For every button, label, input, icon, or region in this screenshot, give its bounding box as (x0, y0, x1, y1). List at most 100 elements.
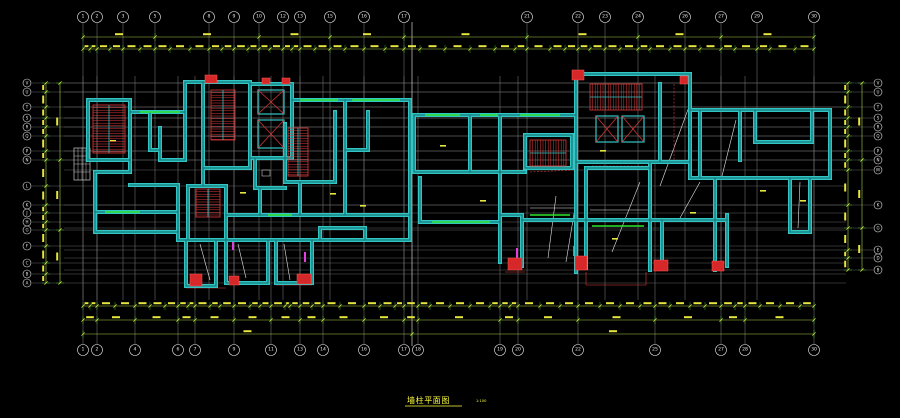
axis-bubble (873, 131, 883, 141)
section-marker (232, 238, 234, 250)
axis-bubble (808, 344, 820, 356)
axis-label: 7 (194, 347, 197, 353)
axis-label: 16 (361, 14, 367, 20)
dimension-value-mark (350, 45, 359, 48)
dimension-tick (246, 47, 250, 51)
axis-label: K (877, 203, 880, 208)
axis-bubble (22, 278, 32, 288)
dimension-value-mark (390, 45, 399, 48)
dimension-tick (768, 47, 772, 51)
axis-bubble (22, 131, 32, 141)
dimension-tick (860, 226, 864, 230)
annotation-line (659, 103, 691, 187)
axis-bubble (521, 11, 533, 23)
dimension-tick (846, 248, 850, 252)
dimension-tick (846, 158, 850, 162)
dimension-tick (193, 304, 197, 308)
axis-label: 9 (233, 347, 236, 353)
axis-label: 27 (718, 14, 724, 20)
dimension-value-mark (397, 302, 402, 305)
dimension-value-mark (42, 276, 45, 281)
dimension-tick (618, 47, 622, 51)
dimension-value-mark (195, 45, 204, 48)
wall-segment (753, 108, 814, 144)
dimension-tick (44, 134, 48, 138)
axis-bubble (22, 102, 32, 112)
dimension-value-mark (778, 45, 787, 48)
dimension-tick (148, 304, 152, 308)
dimension-value-mark (858, 245, 861, 253)
dimension-value-mark (143, 45, 152, 48)
dimension-value-mark (102, 302, 110, 305)
axis-label: 22 (575, 347, 581, 353)
axis-label: G (876, 226, 879, 231)
dimension-value-mark (844, 120, 847, 125)
dimension-value-mark (138, 302, 147, 305)
dimension-tick (860, 268, 864, 272)
dimension-tick (176, 318, 180, 322)
dimension-value-mark (502, 302, 508, 305)
axis-label: S (877, 116, 880, 121)
dimension-tick (44, 220, 48, 224)
dimension-value-mark (658, 302, 667, 305)
dimension-tick (232, 318, 236, 322)
dimension-tick (793, 47, 797, 51)
dimension-value-mark (844, 85, 847, 90)
dimension-value-mark (729, 316, 737, 319)
dimension-value-mark (42, 109, 45, 116)
dimension-tick (44, 105, 48, 109)
dimension-value-mark (237, 45, 245, 48)
annotation-line (547, 195, 557, 259)
axis-label: 13 (297, 347, 303, 353)
axis-label: 1 (82, 14, 85, 20)
axis-bubble (572, 11, 584, 23)
dimension-value-mark (84, 302, 89, 305)
dimension-value-mark (42, 169, 45, 177)
dimension-tick (168, 47, 172, 51)
axis-bubble (22, 155, 32, 165)
dimension-tick (548, 47, 552, 51)
axis-label: N (877, 158, 880, 163)
dimension-tick (207, 47, 211, 51)
dimension-value-mark (252, 302, 258, 305)
axis-label: 26 (682, 14, 688, 20)
axis-bubble (808, 11, 820, 23)
axis-bubble (22, 113, 32, 123)
column (296, 273, 312, 285)
axis-bubble (873, 78, 883, 88)
dimension-tick (95, 318, 99, 322)
dimension-tick (683, 47, 687, 51)
room-note-mark (240, 192, 246, 194)
dimension-tick (288, 304, 292, 308)
axis-bubble (317, 344, 329, 356)
dimension-tick (410, 332, 414, 336)
dimension-tick (269, 304, 273, 308)
axis-label: 3 (122, 14, 125, 20)
dimension-tick (576, 47, 580, 51)
dimension-value-mark (476, 302, 484, 305)
dimension-tick (603, 47, 607, 51)
axis-bubble (398, 344, 410, 356)
elevator-shaft (257, 119, 285, 149)
dimension-tick (416, 304, 420, 308)
dimension-value-mark (112, 45, 121, 48)
axis-label: 15 (327, 14, 333, 20)
elevator-shaft (621, 115, 645, 143)
dimension-tick (133, 318, 137, 322)
dimension-tick (113, 304, 117, 308)
dimension-value-mark (408, 45, 416, 48)
dimension-tick (598, 304, 602, 308)
axis-bubble (873, 102, 883, 112)
dimension-tick (513, 47, 517, 51)
dimension-value-mark (42, 234, 45, 242)
dimension-value-mark (243, 330, 252, 333)
dimension-value-mark (693, 302, 702, 305)
axis-bubble (277, 11, 289, 23)
axis-label: A (26, 281, 29, 286)
dimension-tick (402, 47, 406, 51)
wall-core-line (129, 184, 179, 241)
dimension-tick (508, 304, 512, 308)
dimension-value-mark (492, 302, 498, 305)
dimension-tick (719, 35, 723, 39)
